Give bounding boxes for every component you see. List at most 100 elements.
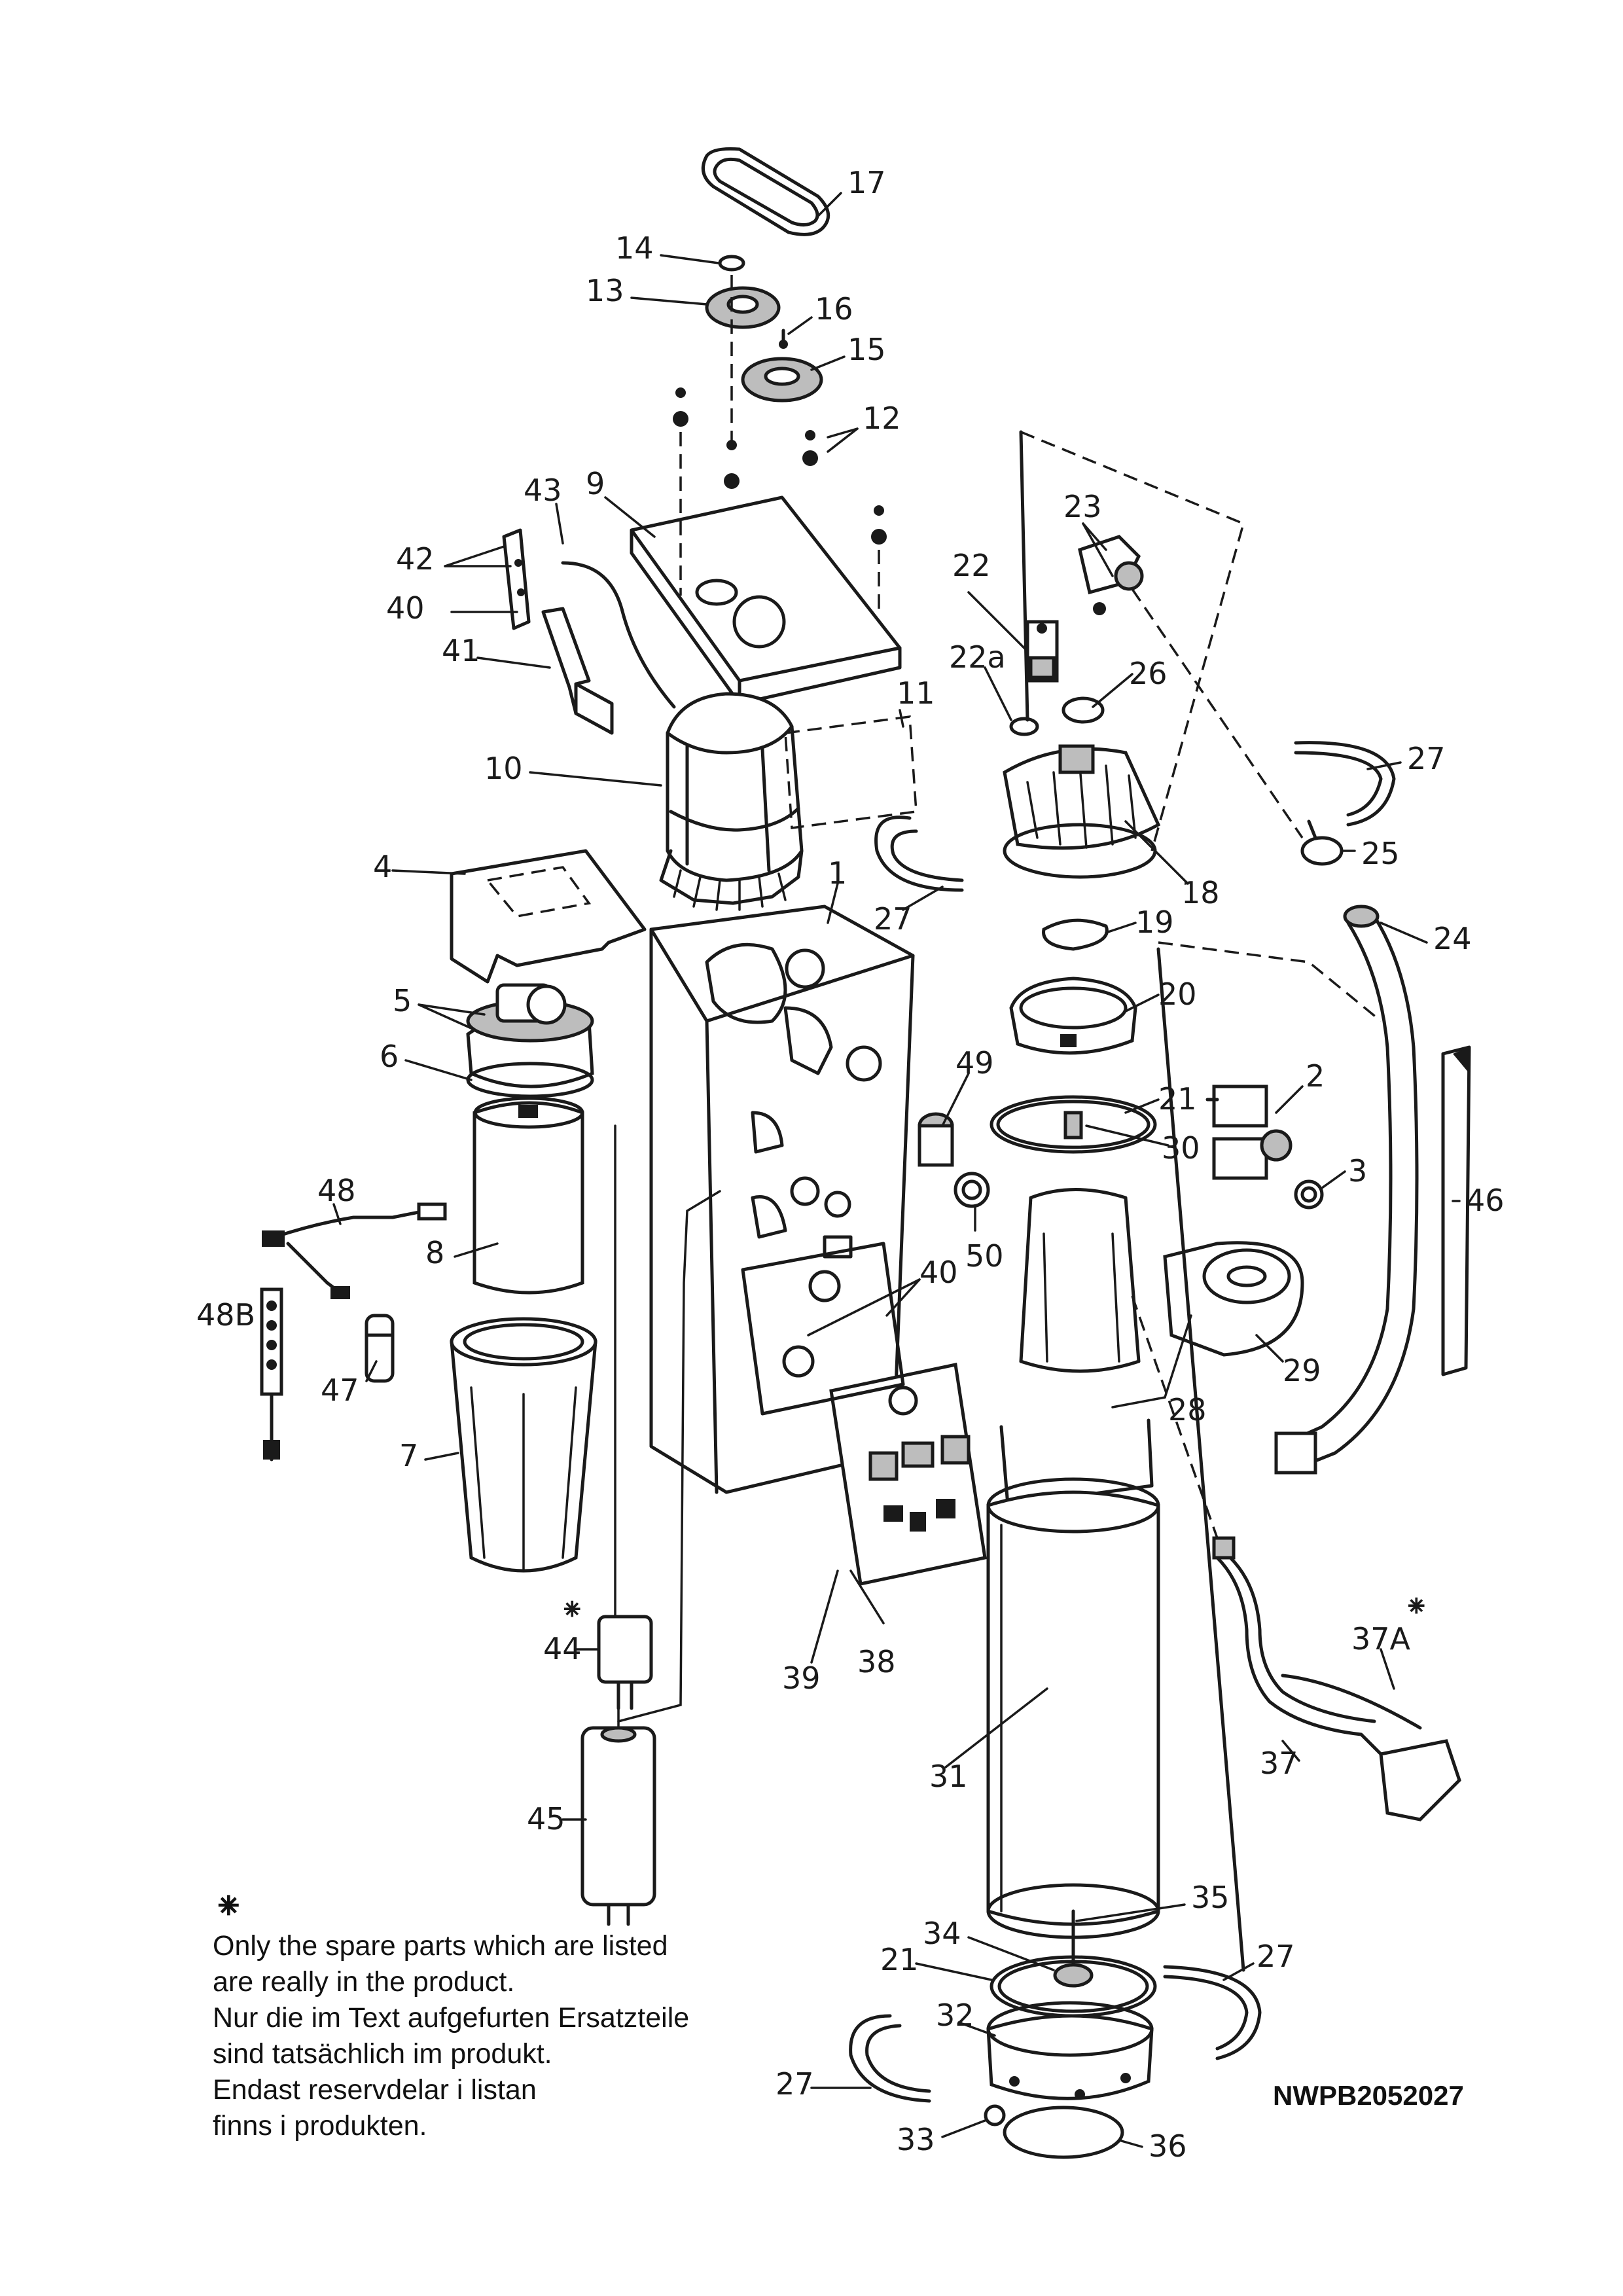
part-45-capacitor (580, 1707, 656, 1926)
guide-line-pump (1158, 941, 1382, 1022)
note-line: sind tatsächlich im produkt. (213, 2038, 552, 2070)
callout-23: 23 (1063, 489, 1102, 524)
note-line: finns i produkten. (213, 2110, 427, 2142)
part-32-bottom-cap (986, 2001, 1154, 2100)
part-48b-connector (260, 1287, 283, 1462)
part-20-pump-housing (1009, 977, 1137, 1055)
callout-43: 43 (524, 473, 562, 508)
callout-33: 33 (897, 2122, 935, 2157)
part-33-plug (984, 2104, 1006, 2126)
callout-27d: 27 (776, 2066, 814, 2102)
callout-8: 8 (425, 1235, 444, 1270)
part-22a-seal (1009, 717, 1039, 736)
part-30-spring (1063, 1111, 1083, 1139)
callout-37A-star: ⁕ (1404, 1588, 1429, 1624)
callout-17: 17 (847, 165, 886, 200)
leader-lines (332, 192, 1461, 2148)
note-asterisk: ⁕ (213, 1885, 245, 1928)
part-37a-cord-end (1281, 1674, 1422, 1730)
part-28-sleeve (999, 1188, 1154, 1507)
callout-29: 29 (1283, 1353, 1321, 1388)
part-50-ring (954, 1172, 990, 1208)
part-11-label (784, 715, 918, 829)
callout-42: 42 (396, 541, 435, 577)
callout-14: 14 (615, 230, 654, 266)
part-13-pulley (705, 286, 781, 329)
document-number: NWPB2052027 (1273, 2080, 1464, 2111)
callout-3: 3 (1348, 1153, 1367, 1189)
note-line: Endast reservdelar i listan (213, 2074, 537, 2106)
callout-7: 7 (399, 1438, 418, 1473)
callout-38: 38 (857, 1644, 896, 1679)
callout-48: 48 (317, 1173, 356, 1208)
part-15-pulley (741, 357, 823, 403)
callout-35: 35 (1191, 1880, 1230, 1915)
callout-30: 30 (1162, 1130, 1200, 1166)
guide-line-hose (1131, 588, 1304, 838)
part-27-clamp-upper-right (1294, 741, 1396, 827)
callout-47: 47 (321, 1372, 359, 1408)
callout-28: 28 (1168, 1392, 1207, 1427)
callout-44: 44 (543, 1631, 582, 1666)
part-1-chassis (649, 905, 915, 1494)
callout-37: 37 (1260, 1746, 1298, 1781)
part-22-valve (1026, 620, 1059, 683)
part-19-impeller (1042, 918, 1109, 951)
callout-40b: 40 (919, 1255, 958, 1290)
callout-48B: 48B (196, 1297, 255, 1333)
callout-37A: 37A (1351, 1621, 1411, 1657)
callout-45: 45 (527, 1801, 565, 1837)
guide-line-upper (1020, 431, 1245, 852)
part-34-nut (1053, 1963, 1094, 1988)
part-49-fitting (918, 1112, 954, 1167)
part-31-tank (986, 1477, 1160, 1939)
note-line: Only the spare parts which are listed (213, 1930, 668, 1962)
part-36-gasket (1003, 2106, 1124, 2159)
callout-34: 34 (923, 1916, 961, 1951)
callout-22a: 22a (949, 639, 1006, 675)
part-18-pump-head (1003, 744, 1161, 879)
part-8-cartridge (473, 1096, 584, 1295)
callout-32: 32 (936, 1998, 974, 2033)
callout-20: 20 (1158, 977, 1197, 1012)
guide-line-tank (1019, 430, 1245, 1972)
callout-21: 21 (1158, 1081, 1197, 1117)
part-37-power-cord (1212, 1536, 1461, 1821)
part-42-bracket (502, 528, 531, 630)
part-21-o-ring-upper (990, 1095, 1157, 1154)
note-line: Nur die im Text aufgefurten Ersatzteile (213, 2002, 690, 2034)
part-38-pcb (829, 1363, 987, 1586)
callout-9: 9 (586, 466, 605, 501)
callout-44-star: ⁕ (560, 1592, 585, 1627)
callout-10: 10 (484, 751, 523, 786)
callout-13: 13 (586, 273, 624, 308)
part-2-inlet-valve (1205, 1085, 1293, 1180)
part-47-nozzle (365, 1314, 395, 1383)
callout-27a: 27 (874, 901, 912, 937)
part-39-pcb-holder (741, 1242, 905, 1416)
part-3-washer (1294, 1179, 1324, 1210)
callout-24: 24 (1433, 921, 1472, 956)
part-5-filter-head (466, 983, 594, 1088)
callout-22: 22 (952, 548, 991, 583)
callout-50: 50 (965, 1238, 1004, 1274)
note-line: are really in the product. (213, 1966, 515, 1998)
callout-27c: 27 (1257, 1939, 1295, 1974)
callout-2: 2 (1306, 1058, 1325, 1094)
callout-5: 5 (393, 983, 412, 1018)
callout-36: 36 (1149, 2128, 1187, 2164)
callout-49: 49 (955, 1045, 994, 1081)
callout-25: 25 (1361, 836, 1400, 871)
part-43-wire (561, 561, 676, 709)
callout-27b: 27 (1407, 741, 1446, 776)
callout-12: 12 (863, 401, 901, 436)
part-10-motor (659, 692, 804, 911)
part-16-screw (779, 329, 788, 349)
spare-parts-note: ⁕ Only the spare parts which are listed … (213, 1885, 802, 2144)
callout-15: 15 (847, 332, 886, 367)
callout-6: 6 (380, 1039, 399, 1074)
part-44-capacitor (597, 1615, 653, 1710)
part-14-washer (718, 255, 745, 272)
callout-40: 40 (386, 590, 425, 626)
